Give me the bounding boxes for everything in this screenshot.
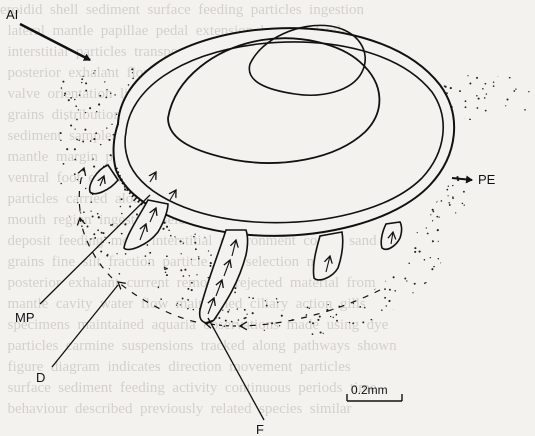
- leader-f: [208, 318, 264, 420]
- label-d: D: [36, 370, 45, 385]
- ai-indicator: [20, 24, 90, 60]
- tentacle-3: [313, 232, 342, 280]
- label-pe: PE: [478, 172, 496, 187]
- tentacle-4: [381, 222, 401, 249]
- label-ai: AI: [6, 7, 18, 22]
- leader-d: [52, 285, 118, 367]
- label-f: F: [256, 422, 264, 436]
- scale-bar-label: 0.2mm: [351, 383, 388, 397]
- label-mp: MP: [15, 310, 35, 325]
- tentacle-1: [90, 165, 118, 194]
- pe-indicator: [452, 178, 472, 180]
- foot-f: [200, 230, 248, 323]
